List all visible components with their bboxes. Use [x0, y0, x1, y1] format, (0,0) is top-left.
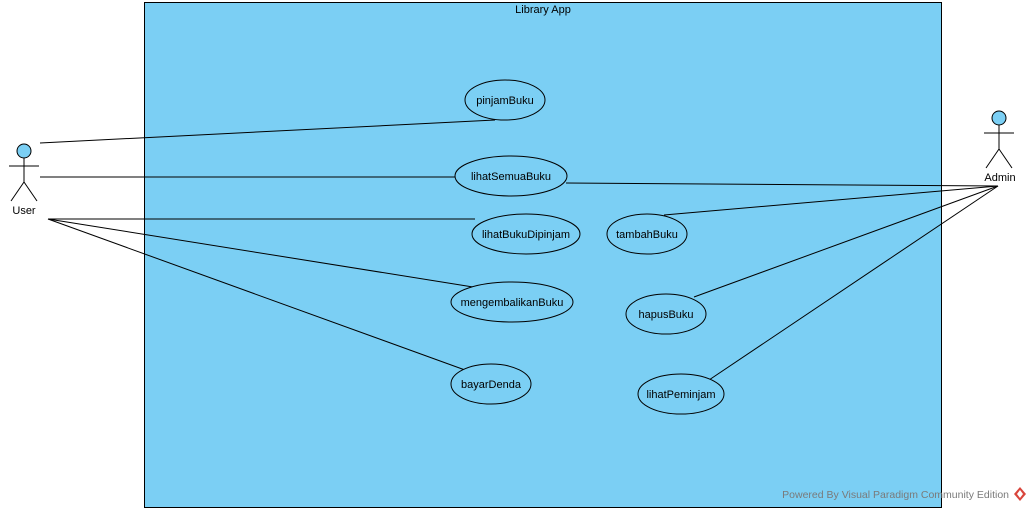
- association-user-bayardenda: [47, 218, 466, 371]
- actor-user-label: User: [12, 205, 36, 217]
- use-case-lihatbukudipinjam[interactable]: lihatBukuDipinjam: [471, 213, 581, 255]
- use-case-label: tambahBuku: [616, 229, 678, 241]
- system-boundary: [144, 2, 942, 508]
- association-user-pinjambuku: [39, 119, 496, 144]
- association-user-mengembalikanbuku: [47, 218, 474, 288]
- association-admin-tambahbuku: [663, 185, 999, 216]
- actor-admin-label: Admin: [984, 172, 1015, 184]
- use-case-lihatsemuabuku[interactable]: lihatSemuaBuku: [454, 155, 568, 197]
- actor-left-leg: [985, 148, 1000, 169]
- actor-user[interactable]: [9, 143, 39, 202]
- use-case-bayardenda[interactable]: bayarDenda: [450, 363, 532, 405]
- use-case-label: lihatPeminjam: [646, 389, 715, 401]
- use-case-label: lihatBukuDipinjam: [482, 229, 570, 241]
- user-associations: [39, 119, 496, 371]
- system-title: Library App: [515, 4, 571, 16]
- association-admin-hapusbuku: [693, 185, 999, 298]
- actor-right-leg: [998, 148, 1013, 169]
- use-case-tambahbuku[interactable]: tambahBuku: [606, 213, 688, 255]
- actor-head-icon: [991, 110, 1007, 126]
- watermark-text: Powered By Visual Paradigm Community Edi…: [782, 489, 1009, 501]
- use-case-label: bayarDenda: [461, 379, 522, 391]
- use-case-pinjambuku[interactable]: pinjamBuku: [464, 79, 546, 121]
- association-admin-lihatsemuabuku: [565, 182, 999, 187]
- use-case-label: lihatSemuaBuku: [471, 171, 551, 183]
- use-case-label: mengembalikanBuku: [461, 297, 564, 309]
- actor-head-icon: [16, 143, 32, 159]
- actor-left-leg: [10, 181, 25, 202]
- actor-admin[interactable]: [984, 110, 1014, 169]
- admin-associations: [565, 182, 999, 381]
- use-case-lihatpeminjam[interactable]: lihatPeminjam: [637, 373, 725, 415]
- association-admin-lihatpeminjam: [708, 185, 999, 381]
- use-case-label: hapusBuku: [638, 309, 693, 321]
- use-case-label: pinjamBuku: [476, 95, 533, 107]
- use-case-mengembalikanbuku[interactable]: mengembalikanBuku: [450, 281, 574, 323]
- visual-paradigm-logo-icon: [1014, 487, 1026, 501]
- use-case-hapusbuku[interactable]: hapusBuku: [625, 293, 707, 335]
- actor-right-leg: [23, 181, 38, 202]
